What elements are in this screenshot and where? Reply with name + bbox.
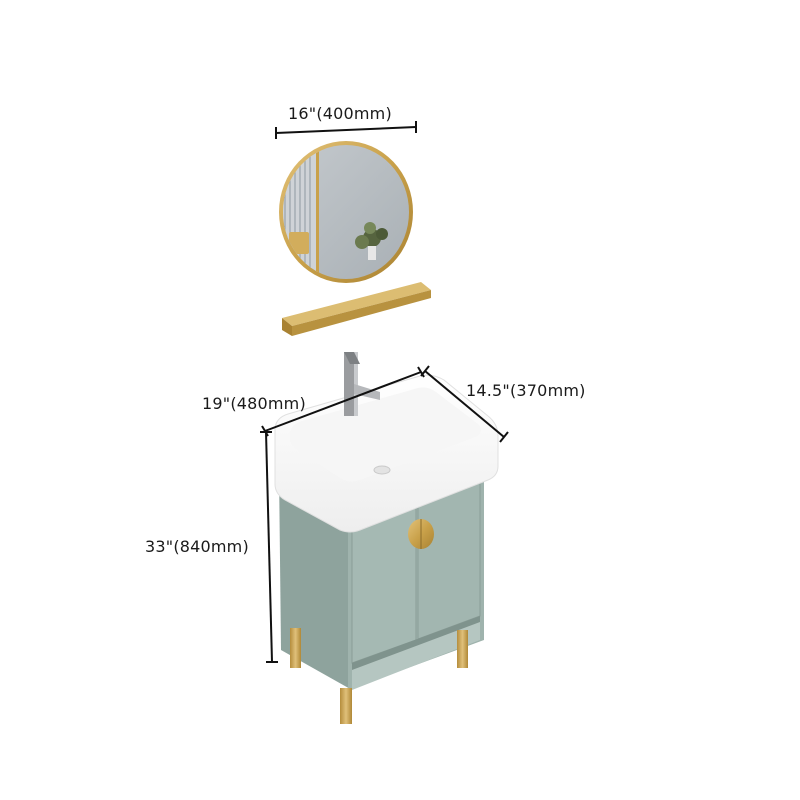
height-label: 33"(840mm)	[145, 537, 249, 556]
vanity-cabinet	[279, 470, 484, 690]
dimension-lines	[260, 121, 509, 663]
drain	[373, 465, 391, 475]
gold-legs	[290, 628, 468, 724]
door-handle	[408, 519, 434, 549]
mirror-width-line	[275, 126, 417, 134]
round-mirror	[279, 141, 413, 283]
sink-depth-line	[424, 370, 505, 438]
gold-shelf	[282, 282, 431, 336]
sink-width-line	[264, 371, 422, 432]
mirror-width-label: 16"(400mm)	[288, 104, 392, 123]
plant-reflection	[355, 222, 388, 260]
sink-width-label: 19"(480mm)	[202, 394, 306, 413]
ceramic-sink	[274, 374, 499, 533]
sink-depth-label: 14.5"(370mm)	[466, 381, 586, 400]
height-line	[265, 431, 273, 663]
